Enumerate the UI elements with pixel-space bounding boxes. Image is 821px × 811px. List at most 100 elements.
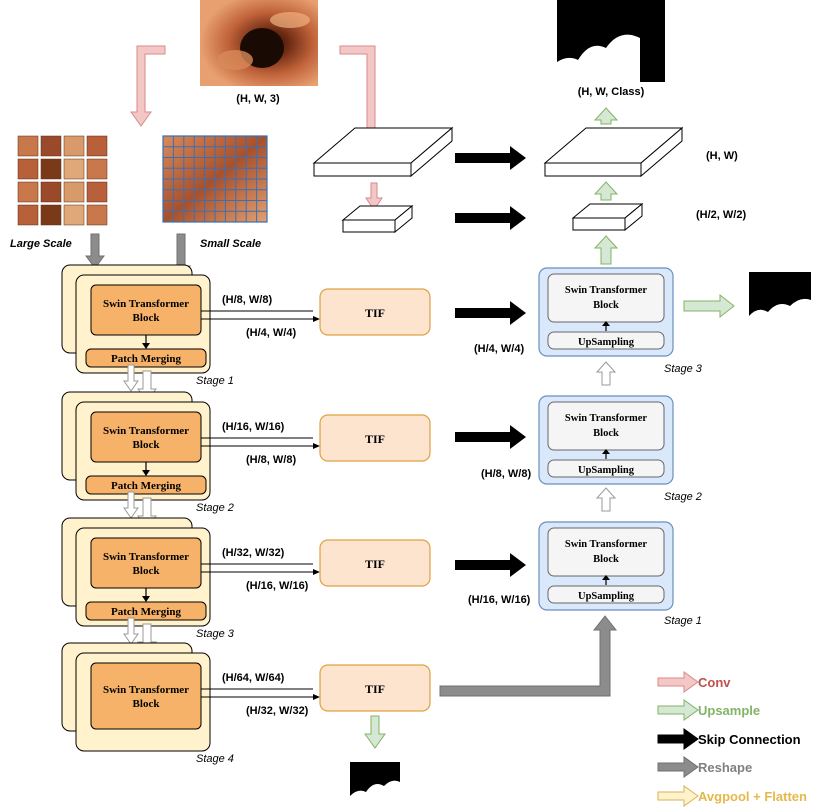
- conv-arrow-small: [365, 182, 383, 211]
- connection-label-top: (H/16, W/16): [222, 421, 285, 433]
- tif-label: TIF: [365, 682, 385, 696]
- legend-arrow-icon: [657, 785, 699, 807]
- decoder-stage-label: Stage 2: [664, 491, 702, 503]
- legend-label: Skip Connection: [698, 732, 801, 747]
- swin-block-label-1: Swin Transformer: [103, 425, 189, 437]
- decoder-swin-label-1: Swin Transformer: [565, 285, 647, 296]
- large-scale-tile: [86, 204, 108, 226]
- patch-merging-block: [85, 475, 207, 495]
- slab-label-full: (H, W): [706, 150, 738, 162]
- upsample-arrow-tif: [364, 715, 386, 749]
- decoder-swin-label-2: Block: [593, 428, 619, 439]
- connection-label-bottom: (H/32, W/32): [246, 705, 309, 717]
- connection-label-top: (H/32, W/32): [222, 547, 285, 559]
- legend-label: Upsample: [698, 703, 760, 718]
- legend-arrow-icon: [657, 728, 699, 750]
- large-scale-tile: [17, 204, 39, 226]
- swin-block-label-2: Block: [133, 698, 161, 710]
- legend-label: Conv: [698, 675, 731, 690]
- connection-label-bottom: (H/8, W/8): [246, 454, 296, 466]
- legend-item: Avgpool + Flatten: [657, 785, 807, 807]
- skip-arrow: [455, 301, 526, 325]
- connection-label-top: (H/8, W/8): [222, 294, 272, 306]
- decoder-swin-label-2: Block: [593, 300, 619, 311]
- swin-block-label-2: Block: [133, 439, 161, 451]
- swin-block: [90, 537, 202, 589]
- legend-label: Reshape: [698, 760, 752, 775]
- input-image: [200, 0, 318, 86]
- legend-item: Conv: [657, 671, 731, 693]
- large-scale-tile: [17, 181, 39, 203]
- feature-slab-small-left: [341, 204, 414, 234]
- aux-mask-bottom: [350, 762, 400, 806]
- legend-arrow-icon: [657, 671, 699, 693]
- upsampling-label: UpSampling: [578, 337, 635, 348]
- feature-slab-large-left: [312, 126, 454, 178]
- swin-block-label-2: Block: [133, 565, 161, 577]
- encoder-stage-label: Stage 1: [196, 375, 234, 387]
- connection-label-bottom: (H/4, W/4): [246, 327, 296, 339]
- large-scale-tile: [17, 135, 39, 157]
- encoder-stage-label: Stage 3: [196, 628, 235, 640]
- legend-arrow-icon: [657, 756, 699, 778]
- legend-item: Reshape: [657, 756, 752, 778]
- decoder-swin-label-1: Swin Transformer: [565, 413, 647, 424]
- swin-block-label-2: Block: [133, 312, 161, 324]
- output-shape-label: (H, W, Class): [578, 86, 645, 98]
- decoder-inner-arrowhead: [602, 321, 610, 326]
- large-scale-tile: [40, 181, 62, 203]
- tif-label: TIF: [365, 557, 385, 571]
- skip-arrow-top-1: [455, 146, 526, 170]
- large-scale-tile: [17, 158, 39, 180]
- decoder-stage-label: Stage 3: [664, 363, 703, 375]
- avgpool-arrow: [123, 491, 139, 519]
- upsample-arrow: [593, 107, 619, 125]
- decoder-stage-label: Stage 1: [664, 615, 702, 627]
- connection-label-top: (H/64, W/64): [222, 672, 285, 684]
- upsampling-label: UpSampling: [578, 591, 635, 602]
- small-scale-label: Small Scale: [200, 238, 261, 250]
- avgpool-arrow: [123, 364, 139, 392]
- aux-mask-right: [749, 272, 811, 330]
- legend-label: Avgpool + Flatten: [698, 789, 807, 804]
- upsampling-block: [547, 331, 665, 350]
- merge-arrowhead: [142, 596, 150, 602]
- decoder-inner-arrowhead: [602, 449, 610, 454]
- decoder-up-arrow: [595, 487, 617, 512]
- patch-merging-block: [85, 601, 207, 621]
- tif-box-3: [319, 539, 431, 587]
- upsample-arrow-right: [683, 293, 735, 319]
- connection-arrowhead: [313, 316, 320, 322]
- merge-arrowhead: [142, 343, 150, 349]
- large-scale-label: Large Scale: [10, 238, 72, 250]
- skip-label: (H/4, W/4): [474, 343, 524, 355]
- large-scale-tile: [86, 181, 108, 203]
- connection-arrowhead: [313, 694, 320, 700]
- skip-arrow: [455, 425, 526, 449]
- large-scale-tile: [40, 135, 62, 157]
- patch-merging-label: Patch Merging: [111, 606, 181, 618]
- decoder-swin-block: [547, 273, 665, 323]
- connection-arrowhead: [313, 569, 320, 575]
- upsample-arrow: [593, 235, 619, 265]
- reshape-arrow-tif-to-decoder: [439, 615, 618, 697]
- large-scale-tile: [63, 158, 85, 180]
- upsampling-block: [547, 585, 665, 604]
- tif-box-2: [319, 414, 431, 462]
- large-scale-tile: [40, 158, 62, 180]
- large-scale-tile: [86, 158, 108, 180]
- large-scale-tile: [63, 135, 85, 157]
- legend-arrow-icon: [657, 699, 699, 721]
- tif-label: TIF: [365, 432, 385, 446]
- avgpool-arrow: [123, 617, 139, 645]
- decoder-inner-arrowhead: [602, 575, 610, 580]
- reshape-arrow-large: [85, 233, 105, 269]
- upsample-arrow: [593, 181, 619, 201]
- swin-block: [90, 662, 202, 730]
- skip-arrow-top-2: [455, 206, 526, 230]
